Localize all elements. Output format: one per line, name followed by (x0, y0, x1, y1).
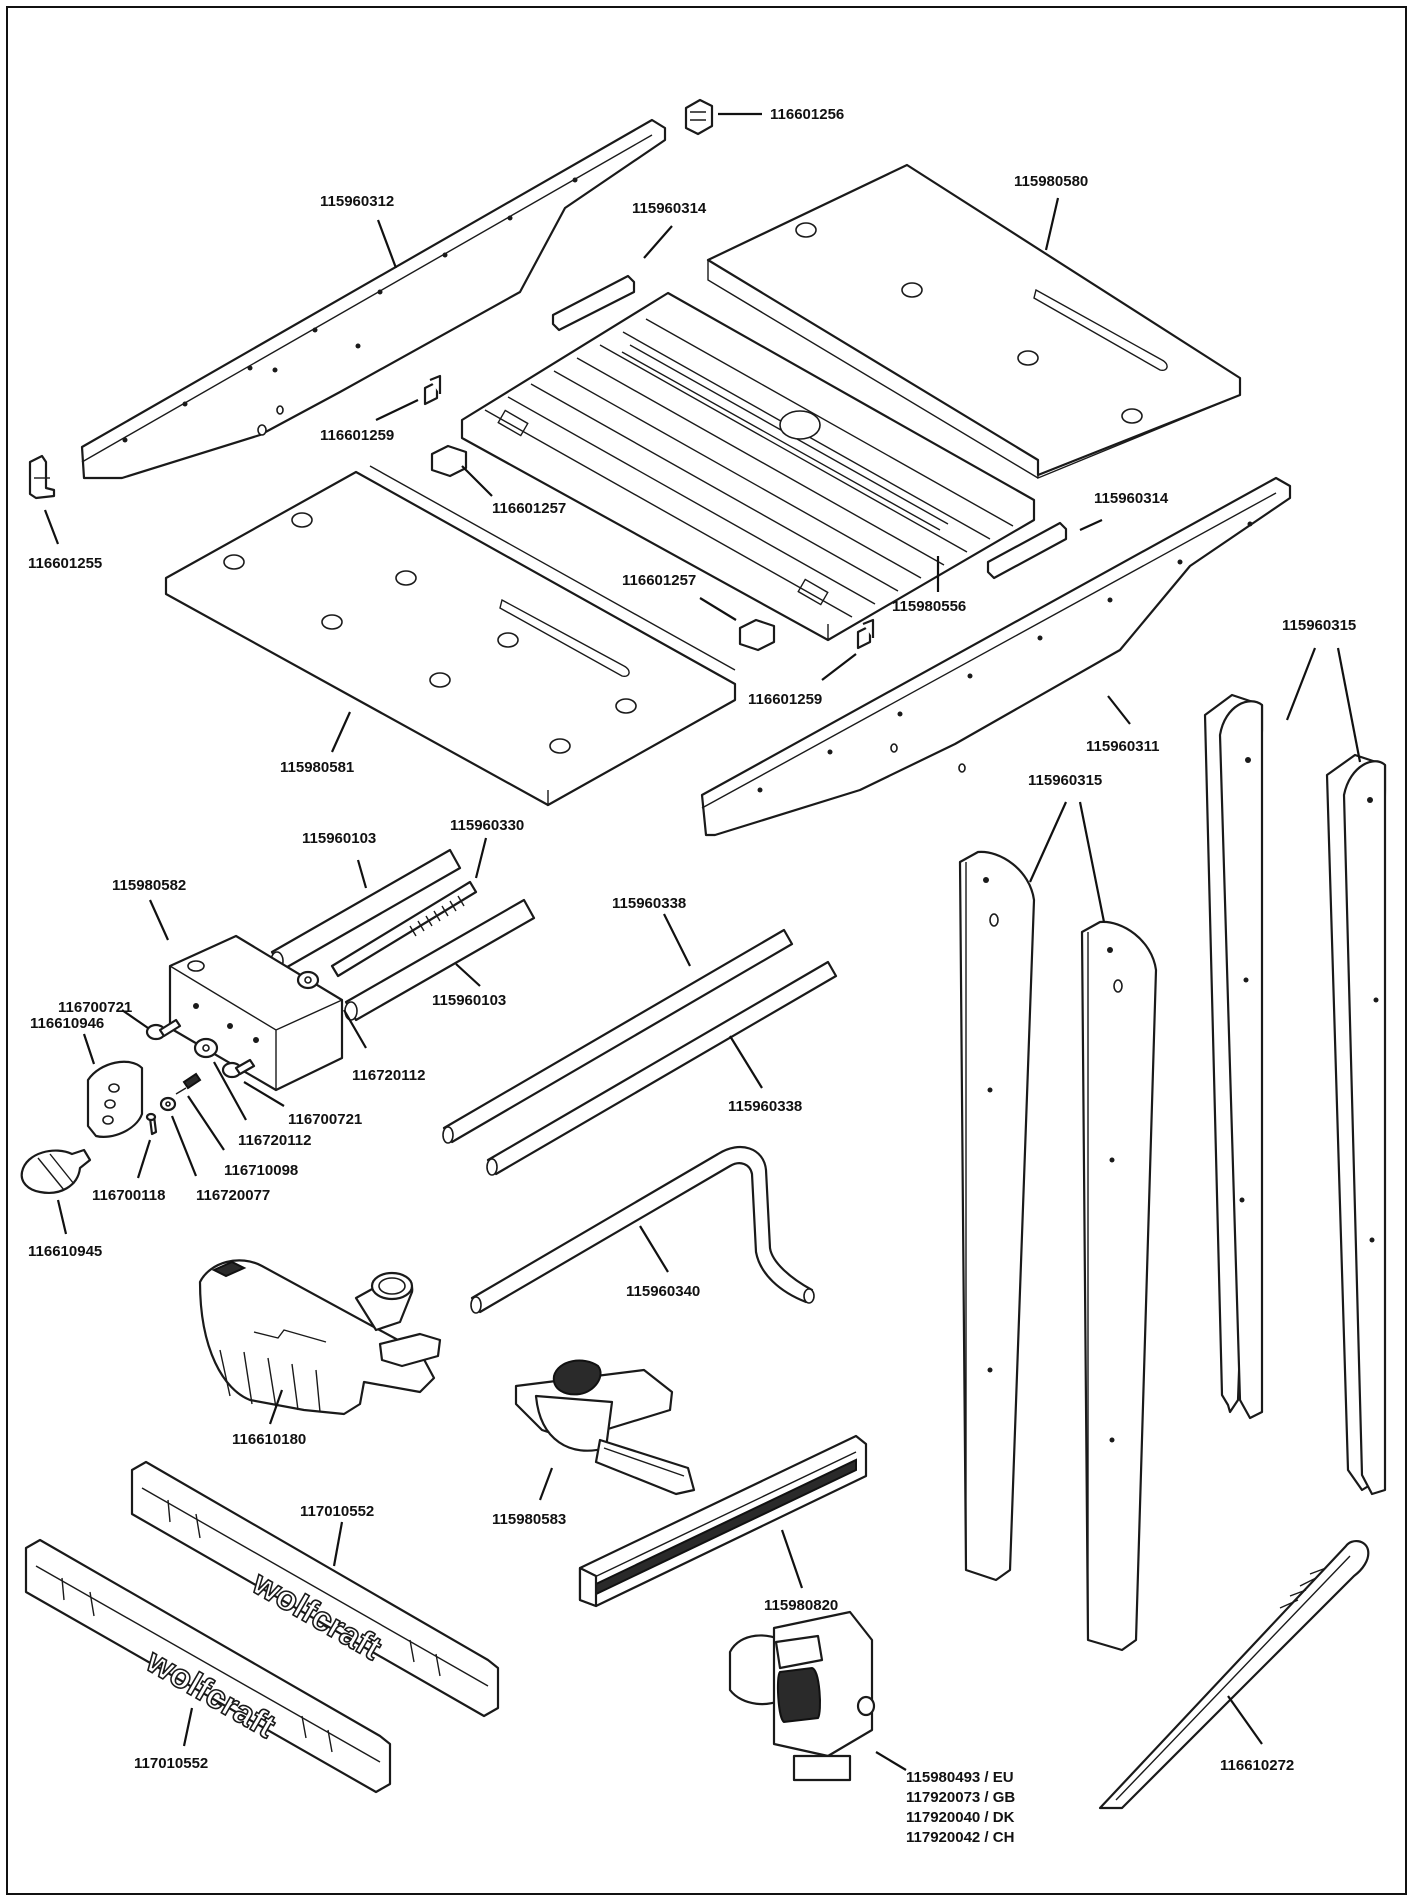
label-115980493-eu: 115980493 / EU (906, 1769, 1014, 1786)
label-115980556: 115980556 (892, 598, 966, 615)
label-115980580: 115980580 (1014, 173, 1088, 190)
label-115960314-right: 115960314 (1094, 490, 1169, 507)
washer-116720077 (159, 1096, 177, 1112)
knob-116610945 (20, 1148, 92, 1194)
label-116610945: 116610945 (28, 1243, 102, 1260)
washer-116720112-upper (296, 970, 320, 990)
screw-116700721-upper (145, 1018, 182, 1041)
label-117010552-lower: 117010552 (134, 1755, 208, 1772)
label-115960311: 115960311 (1086, 738, 1159, 755)
label-116601257-upper: 116601257 (492, 500, 566, 517)
slot-cover-115960314-top (551, 274, 636, 332)
label-115980583: 115980583 (492, 1511, 566, 1528)
label-116700721-lower: 116700721 (288, 1111, 362, 1128)
rails-115960338 (442, 928, 838, 1176)
rip-fence-115980820 (578, 1434, 868, 1608)
label-116720112-lower: 116720112 (238, 1132, 311, 1149)
label-116610272: 116610272 (1220, 1757, 1294, 1774)
label-116601255: 116601255 (28, 555, 102, 572)
push-stick-116610272 (1098, 1540, 1370, 1810)
push-rod-115960340 (470, 1145, 815, 1314)
label-115960338-bottom: 115960338 (728, 1098, 802, 1115)
bracket-116601259-lower (856, 618, 875, 650)
bolt-116710098 (175, 1072, 202, 1095)
label-116610946: 116610946 (30, 1015, 104, 1032)
mitre-gauge-115980583 (514, 1359, 696, 1496)
label-116601259-upper: 116601259 (320, 427, 394, 444)
clamp-block-115980582 (168, 934, 344, 1092)
corner-clip-116601255 (28, 454, 56, 500)
diagram-frame (6, 6, 1407, 1895)
label-117920040-dk: 117920040 / DK (906, 1809, 1015, 1826)
slot-cover-115960314-right (986, 521, 1068, 580)
label-115960103-bottom: 115960103 (432, 992, 506, 1009)
dust-hood-116610180 (198, 1259, 442, 1416)
label-116700721-upper: 116700721 (58, 999, 132, 1016)
clip-116601257-lower (738, 618, 776, 652)
clip-116601257-upper (430, 444, 468, 478)
label-116700118: 116700118 (92, 1187, 165, 1204)
label-117010552-upper: 117010552 (300, 1503, 374, 1520)
label-116720112-upper: 116720112 (352, 1067, 425, 1084)
label-116710098: 116710098 (224, 1162, 298, 1179)
label-115960338-top: 115960338 (612, 895, 686, 912)
screw-116700721-lower (221, 1058, 256, 1079)
side-rail-115960312 (80, 118, 667, 480)
switch-115980493 (728, 1610, 876, 1782)
washer-116720112-lower (193, 1037, 219, 1059)
label-115980581: 115980581 (280, 759, 354, 776)
bracket-116601259-upper (423, 374, 442, 406)
label-116720077: 116720077 (196, 1187, 270, 1204)
label-115960312: 115960312 (320, 193, 394, 210)
label-116601257-lower: 116601257 (622, 572, 696, 589)
table-extension-115980581 (164, 465, 737, 807)
label-115980820: 115980820 (764, 1597, 838, 1614)
threaded-rod-115960330 (330, 880, 478, 978)
label-115960103-top: 115960103 (302, 830, 376, 847)
label-116610180: 116610180 (232, 1431, 306, 1448)
label-115960330: 115960330 (450, 817, 524, 834)
legs-115960315-middle (958, 850, 1158, 1652)
label-115960340: 115960340 (626, 1283, 700, 1300)
side-rail-115960311 (700, 476, 1292, 837)
table-extension-115980580 (706, 163, 1242, 480)
handle-plate-116610946 (86, 1060, 144, 1138)
clip-116601256 (684, 98, 714, 136)
label-117920042-ch: 117920042 / CH (906, 1829, 1014, 1846)
label-115960315-middle: 115960315 (1028, 772, 1102, 789)
label-115960315-right: 115960315 (1282, 617, 1356, 634)
label-116601256: 116601256 (770, 106, 844, 123)
label-116601259-lower: 116601259 (748, 691, 822, 708)
label-115960314-top: 115960314 (632, 200, 707, 217)
pin-116700118 (145, 1112, 158, 1136)
saw-table-115980556 (460, 291, 1036, 642)
label-117920073-gb: 117920073 / GB (906, 1789, 1015, 1806)
label-115980582: 115980582 (112, 877, 186, 894)
legs-115960315-right (1203, 693, 1387, 1496)
